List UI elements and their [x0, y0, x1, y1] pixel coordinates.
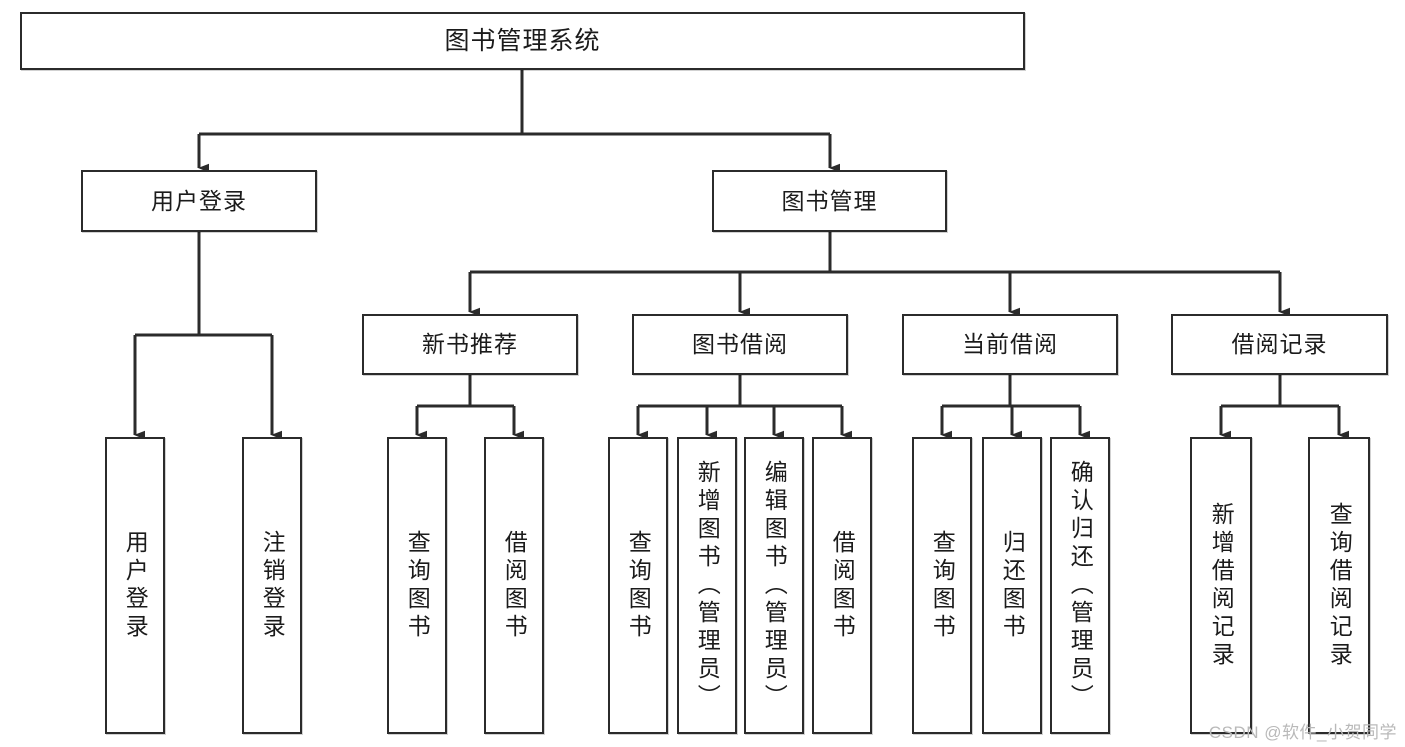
leaf-query-borrow-record[interactable]: 查询借阅记录 — [1308, 437, 1370, 734]
node-label: 图书管理系统 — [444, 26, 601, 55]
node-current-borrow[interactable]: 当前借阅 — [902, 314, 1118, 375]
node-label: 查询图书 — [404, 529, 431, 642]
node-label: 查询图书 — [625, 529, 652, 642]
node-label: 编辑图书（管理员） — [761, 459, 788, 712]
node-label: 图书借阅 — [692, 331, 788, 358]
node-label: 查询图书 — [929, 529, 956, 642]
node-new-book-recommend[interactable]: 新书推荐 — [362, 314, 578, 375]
node-label: 注销登录 — [259, 529, 286, 642]
leaf-add-book-admin[interactable]: 新增图书（管理员） — [677, 437, 737, 734]
node-label: 借阅图书 — [501, 529, 528, 642]
node-book-management-system[interactable]: 图书管理系统 — [20, 12, 1025, 70]
leaf-borrow-books-new[interactable]: 借阅图书 — [484, 437, 544, 734]
leaf-return-books[interactable]: 归还图书 — [982, 437, 1042, 734]
leaf-query-books-current[interactable]: 查询图书 — [912, 437, 972, 734]
leaf-add-borrow-record[interactable]: 新增借阅记录 — [1190, 437, 1252, 734]
leaf-confirm-return-admin[interactable]: 确认归还（管理员） — [1050, 437, 1110, 734]
node-label: 用户登录 — [122, 529, 149, 642]
leaf-query-books-borrow[interactable]: 查询图书 — [608, 437, 668, 734]
node-label: 图书管理 — [781, 187, 878, 214]
node-label: 借阅图书 — [829, 529, 856, 642]
node-label: 新增借阅记录 — [1208, 501, 1235, 670]
node-label: 当前借阅 — [962, 331, 1058, 358]
node-label: 用户登录 — [151, 187, 247, 214]
node-label: 新书推荐 — [422, 331, 518, 358]
leaf-user-login[interactable]: 用户登录 — [105, 437, 165, 734]
leaf-borrow-books[interactable]: 借阅图书 — [812, 437, 872, 734]
leaf-query-books-new[interactable]: 查询图书 — [387, 437, 447, 734]
leaf-edit-book-admin[interactable]: 编辑图书（管理员） — [744, 437, 804, 734]
node-book-borrow[interactable]: 图书借阅 — [632, 314, 848, 375]
node-user-login[interactable]: 用户登录 — [81, 170, 317, 232]
leaf-logout[interactable]: 注销登录 — [242, 437, 302, 734]
node-book-management[interactable]: 图书管理 — [712, 170, 947, 232]
node-label: 查询借阅记录 — [1326, 501, 1353, 670]
node-label: 借阅记录 — [1231, 331, 1328, 358]
node-label: 归还图书 — [999, 529, 1026, 642]
node-label: 新增图书（管理员） — [694, 459, 721, 712]
node-borrow-records[interactable]: 借阅记录 — [1171, 314, 1388, 375]
node-label: 确认归还（管理员） — [1067, 459, 1094, 712]
